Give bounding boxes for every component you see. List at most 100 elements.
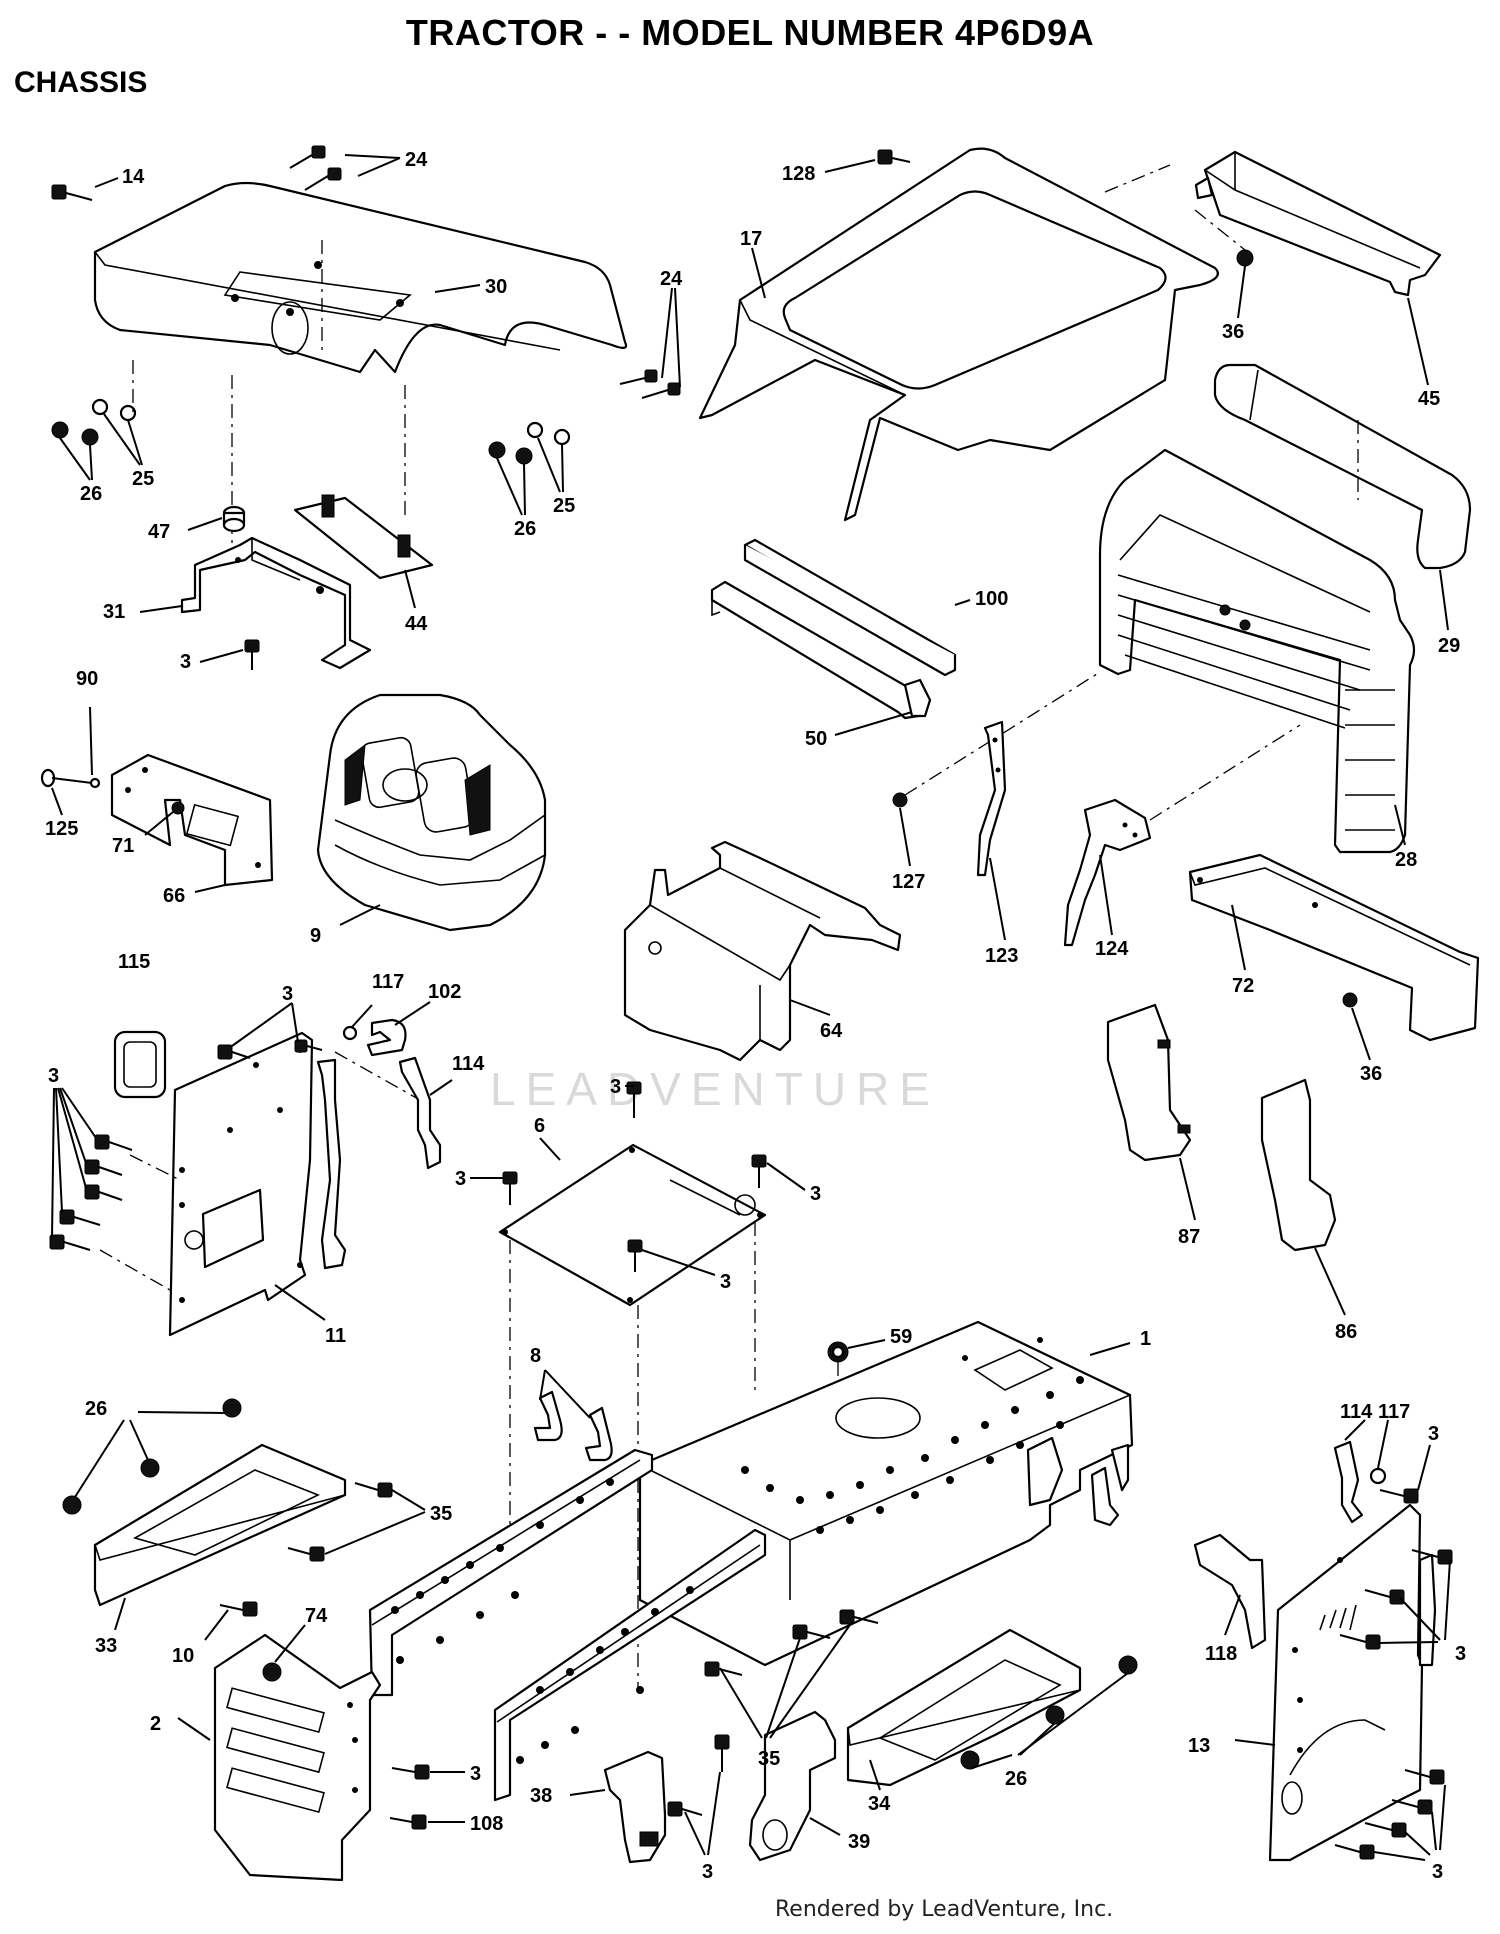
part-127-nut bbox=[892, 792, 908, 808]
callout-38: 38 bbox=[530, 1785, 552, 1807]
part-10-bolt bbox=[219, 1601, 258, 1617]
part-64-frame-cover bbox=[623, 840, 902, 1062]
callout-47: 47 bbox=[148, 521, 170, 543]
callout-31: 31 bbox=[103, 601, 125, 623]
part-117-clip-top bbox=[342, 1025, 358, 1041]
callout-26: 26 bbox=[80, 483, 102, 505]
callout-26: 26 bbox=[514, 518, 536, 540]
part-90-125-71-hardware bbox=[40, 768, 185, 815]
callout-3: 3 bbox=[455, 1168, 466, 1190]
callout-35: 35 bbox=[758, 1748, 780, 1770]
callout-8: 8 bbox=[530, 1345, 541, 1367]
part-3-bolt-bracket bbox=[244, 639, 260, 670]
part-36-nut-right bbox=[1342, 992, 1358, 1008]
part-24-bolts-top bbox=[289, 145, 342, 191]
callout-72: 72 bbox=[1232, 975, 1254, 997]
part-3-bolts-panel-11 bbox=[49, 1039, 323, 1251]
callout-3: 3 bbox=[282, 983, 293, 1005]
part-45-fender-bracket bbox=[1194, 150, 1442, 297]
part-100-seat-rail bbox=[743, 538, 957, 677]
callout-125: 125 bbox=[45, 818, 78, 840]
part-24-bolts-side bbox=[619, 369, 681, 399]
callout-10: 10 bbox=[172, 1645, 194, 1667]
part-38-bracket bbox=[603, 1750, 667, 1864]
callout-36: 36 bbox=[1222, 321, 1244, 343]
callout-45: 45 bbox=[1418, 388, 1440, 410]
part-117-clip-right bbox=[1369, 1467, 1387, 1485]
callout-117: 117 bbox=[372, 971, 404, 993]
callout-26: 26 bbox=[85, 1398, 107, 1420]
part-66-dash-panel bbox=[110, 753, 274, 887]
callout-44: 44 bbox=[405, 613, 428, 635]
part-59-nut bbox=[827, 1341, 849, 1363]
callout-17: 17 bbox=[740, 228, 762, 250]
callout-118: 118 bbox=[1205, 1643, 1237, 1665]
page-title: TRACTOR - - MODEL NUMBER 4P6D9A bbox=[405, 12, 1095, 53]
callout-3: 3 bbox=[702, 1861, 713, 1883]
part-26-25-nuts-washers-left bbox=[51, 398, 137, 446]
callout-3: 3 bbox=[810, 1183, 821, 1205]
part-6-floor-plate bbox=[498, 1143, 767, 1307]
part-9-dash-housing bbox=[316, 693, 547, 932]
part-34-footrest-right bbox=[846, 1628, 1082, 1787]
part-3-bolts-plate-6 bbox=[502, 1081, 767, 1272]
callout-3: 3 bbox=[180, 651, 191, 673]
part-3-bolts-38-39 bbox=[667, 1734, 730, 1817]
part-128-bolt bbox=[877, 149, 911, 165]
part-29-rear-shield bbox=[1213, 363, 1472, 570]
callout-66: 66 bbox=[163, 885, 185, 907]
callout-124: 124 bbox=[1095, 938, 1129, 960]
callout-117: 117 bbox=[1378, 1401, 1410, 1423]
part-39-bracket bbox=[748, 1710, 837, 1862]
callout-50: 50 bbox=[805, 728, 827, 750]
part-1-right-rail bbox=[493, 1528, 767, 1802]
callout-25: 25 bbox=[132, 468, 154, 490]
callout-26: 26 bbox=[1005, 1768, 1027, 1790]
footer-credit: Rendered by LeadVenture, Inc. bbox=[775, 1897, 1114, 1922]
part-3-108-bolts-front bbox=[389, 1764, 430, 1830]
part-36-nut-top bbox=[1236, 249, 1254, 267]
callout-3: 3 bbox=[720, 1271, 731, 1293]
part-86-deflector bbox=[1260, 1078, 1337, 1252]
part-30-hood bbox=[93, 181, 628, 374]
callout-127: 127 bbox=[892, 871, 925, 893]
part-8-clips bbox=[533, 1390, 613, 1462]
callout-71: 71 bbox=[112, 835, 134, 857]
part-11-dash-support bbox=[168, 1031, 347, 1337]
callout-labels: 14 24 30 24 26 25 47 26 25 31 44 3 128 1… bbox=[45, 149, 1466, 1883]
part-14-bolt bbox=[51, 184, 93, 201]
callout-128: 128 bbox=[782, 163, 815, 185]
part-44-hinge-plate bbox=[293, 494, 434, 580]
part-115-grommet bbox=[113, 1030, 167, 1099]
callout-24: 24 bbox=[405, 149, 428, 171]
part-114-bracket-right bbox=[1333, 1440, 1364, 1524]
callout-28: 28 bbox=[1395, 849, 1417, 871]
callout-123: 123 bbox=[985, 945, 1018, 967]
callout-30: 30 bbox=[485, 276, 507, 298]
watermark-text: LEADVENTURE bbox=[490, 1063, 940, 1115]
callout-59: 59 bbox=[890, 1326, 912, 1348]
part-33-footrest-left bbox=[93, 1443, 347, 1607]
callout-11: 11 bbox=[325, 1325, 346, 1347]
part-26-25-nuts-washers-right bbox=[488, 421, 571, 465]
part-50-seat-bracket bbox=[710, 580, 932, 720]
callout-115: 115 bbox=[118, 951, 150, 973]
part-87-deflector bbox=[1106, 1003, 1192, 1162]
callout-64: 64 bbox=[820, 1020, 843, 1042]
callout-1: 1 bbox=[1140, 1328, 1151, 1350]
callout-102: 102 bbox=[428, 981, 461, 1003]
callout-87: 87 bbox=[1178, 1226, 1200, 1248]
part-26-nuts-left bbox=[62, 1398, 242, 1515]
callout-6: 6 bbox=[534, 1115, 545, 1137]
callout-33: 33 bbox=[95, 1635, 117, 1657]
callout-90: 90 bbox=[76, 668, 98, 690]
part-3-bolts-panel-13 bbox=[1334, 1488, 1453, 1860]
part-28-rear-grille bbox=[1098, 448, 1416, 854]
callout-39: 39 bbox=[848, 1831, 870, 1853]
part-1-left-rail bbox=[368, 1448, 654, 1697]
callout-3: 3 bbox=[610, 1076, 621, 1098]
callout-114: 114 bbox=[1340, 1401, 1373, 1423]
callout-29: 29 bbox=[1438, 635, 1460, 657]
callout-36: 36 bbox=[1360, 1063, 1382, 1085]
callout-24: 24 bbox=[660, 268, 683, 290]
